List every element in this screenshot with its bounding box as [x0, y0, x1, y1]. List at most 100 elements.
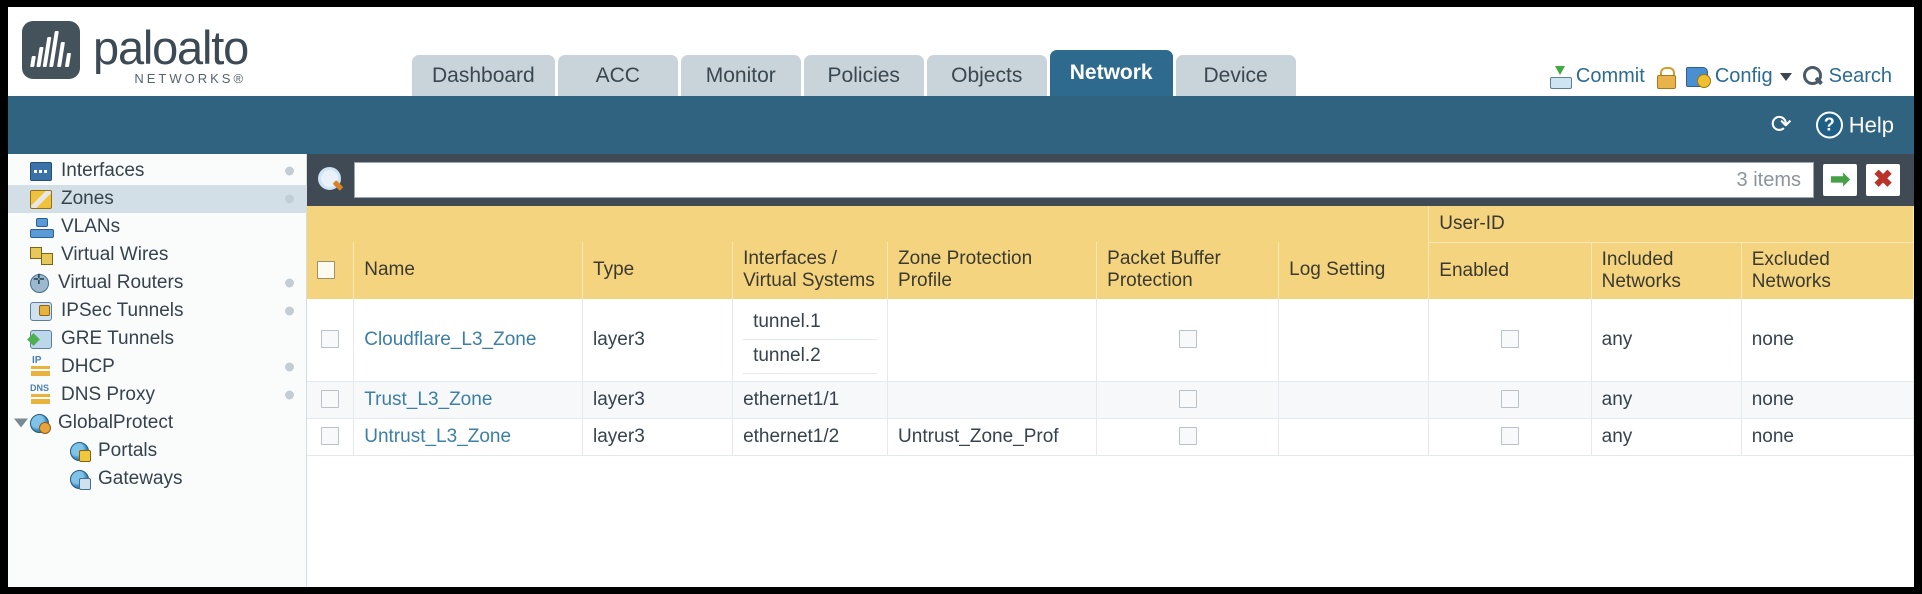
- cell-name[interactable]: Untrust_L3_Zone: [353, 418, 584, 456]
- interface-item: tunnel.2: [743, 340, 878, 374]
- sidebar-item-zones[interactable]: Zones: [8, 185, 306, 213]
- sidebar-item-label: GRE Tunnels: [61, 328, 174, 349]
- status-dot: [285, 194, 294, 204]
- packet-buffer-protection-checkbox[interactable]: [1178, 427, 1197, 446]
- cell-name[interactable]: Trust_L3_Zone: [353, 381, 584, 419]
- sidebar-item-virtual-wires[interactable]: Virtual Wires: [8, 241, 306, 269]
- config-menu[interactable]: Config: [1685, 65, 1792, 88]
- zones-icon: [30, 189, 52, 209]
- gre-tunnels-icon: [30, 329, 52, 349]
- table-bottom-fill: [307, 455, 1914, 486]
- table-row[interactable]: Trust_L3_Zone layer3 ethernet1/1: [307, 381, 1914, 419]
- lock-icon[interactable]: [1656, 66, 1676, 89]
- sidebar-item-portals[interactable]: Portals: [8, 437, 306, 465]
- column-header-interfaces[interactable]: Interfaces / Virtual Systems: [732, 242, 889, 299]
- row-checkbox[interactable]: [321, 427, 340, 446]
- sidebar-item-globalprotect[interactable]: GlobalProtect: [8, 409, 306, 437]
- cell-interfaces: ethernet1/1: [732, 381, 889, 419]
- sidebar-item-label: DHCP: [61, 356, 115, 377]
- firewall-web-interface: paloalto NETWORKS® Dashboard ACC Monitor…: [8, 7, 1914, 587]
- tab-objects[interactable]: Objects: [926, 55, 1047, 96]
- column-header-zone-protection-profile[interactable]: Zone Protection Profile: [887, 242, 1098, 299]
- clear-filter-button[interactable]: ✖: [1866, 164, 1900, 196]
- sidebar-item-virtual-routers[interactable]: Virtual Routers: [8, 269, 306, 297]
- column-header-packet-buffer-protection[interactable]: Packet Buffer Protection: [1096, 242, 1280, 299]
- config-icon: [1685, 66, 1711, 88]
- band-actions: ⟳ ? Help: [1770, 110, 1894, 139]
- row-select-cell[interactable]: [307, 418, 355, 456]
- refresh-icon[interactable]: ⟳: [1770, 110, 1792, 139]
- globalprotect-icon: [30, 413, 51, 434]
- commit-label: Commit: [1575, 65, 1645, 87]
- sidebar-item-gateways[interactable]: Gateways: [8, 465, 306, 493]
- sidebar-item-interfaces[interactable]: Interfaces: [8, 157, 306, 185]
- tab-acc[interactable]: ACC: [557, 55, 678, 96]
- sidebar-item-ipsec-tunnels[interactable]: IPSec Tunnels: [8, 297, 306, 325]
- cell-log-setting: [1278, 418, 1430, 456]
- zone-link[interactable]: Untrust_L3_Zone: [364, 425, 512, 447]
- userid-enabled-checkbox[interactable]: [1500, 427, 1519, 446]
- cell-packet-buffer-protection[interactable]: [1096, 298, 1280, 382]
- zone-link[interactable]: Trust_L3_Zone: [364, 388, 493, 410]
- column-header-excluded-networks[interactable]: Excluded Networks: [1741, 242, 1914, 299]
- gateways-icon: [70, 469, 91, 490]
- commit-button[interactable]: Commit: [1549, 65, 1645, 89]
- cell-included-networks: any: [1591, 418, 1742, 456]
- packet-buffer-protection-checkbox[interactable]: [1178, 390, 1197, 409]
- row-select-cell[interactable]: [307, 298, 355, 382]
- ipsec-tunnels-icon: [30, 301, 52, 321]
- tab-device[interactable]: Device: [1175, 55, 1296, 96]
- interfaces-icon: [30, 161, 52, 181]
- userid-enabled-checkbox[interactable]: [1500, 390, 1519, 409]
- help-button[interactable]: ? Help: [1815, 111, 1894, 139]
- sidebar-item-gre-tunnels[interactable]: GRE Tunnels: [8, 325, 306, 353]
- tab-dashboard[interactable]: Dashboard: [412, 55, 555, 96]
- sidebar-item-label: DNS Proxy: [61, 384, 155, 405]
- userid-enabled-checkbox[interactable]: [1500, 330, 1519, 349]
- select-all-checkbox[interactable]: [317, 261, 335, 280]
- search-button[interactable]: Search: [1802, 65, 1892, 88]
- virtual-wires-icon: [30, 246, 53, 265]
- search-input[interactable]: [367, 163, 1737, 197]
- portals-icon: [70, 441, 91, 462]
- brand-logo: paloalto NETWORKS®: [22, 21, 249, 86]
- cell-packet-buffer-protection[interactable]: [1096, 418, 1280, 456]
- cell-userid-enabled[interactable]: [1428, 381, 1592, 419]
- search-field-wrapper[interactable]: 3 items: [354, 162, 1814, 198]
- column-header-log-setting[interactable]: Log Setting: [1278, 242, 1430, 299]
- cell-included-networks: any: [1591, 298, 1742, 382]
- table-row[interactable]: Untrust_L3_Zone layer3 ethernet1/2 Untru…: [307, 418, 1914, 456]
- table-toolbar: 3 items ➡ ✖: [307, 154, 1914, 206]
- column-header-name[interactable]: Name: [353, 242, 584, 299]
- cell-packet-buffer-protection[interactable]: [1096, 381, 1280, 419]
- tab-monitor[interactable]: Monitor: [680, 55, 801, 96]
- tab-network[interactable]: Network: [1049, 50, 1173, 96]
- status-dot: [285, 306, 294, 316]
- search-icon[interactable]: [317, 166, 345, 194]
- sidebar-item-dhcp[interactable]: DHCP: [8, 353, 306, 381]
- row-select-cell[interactable]: [307, 381, 355, 419]
- table-row[interactable]: Cloudflare_L3_Zone layer3 tunnel.1 tunne…: [307, 298, 1914, 382]
- cell-userid-enabled[interactable]: [1428, 418, 1592, 456]
- zone-link[interactable]: Cloudflare_L3_Zone: [364, 328, 537, 350]
- column-header-enabled[interactable]: Enabled: [1428, 242, 1592, 299]
- column-header-type[interactable]: Type: [582, 242, 734, 299]
- sidebar-item-vlans[interactable]: VLANs: [8, 213, 306, 241]
- apply-filter-button[interactable]: ➡: [1823, 164, 1857, 196]
- column-header-included-networks[interactable]: Included Networks: [1591, 242, 1742, 299]
- cell-userid-enabled[interactable]: [1428, 298, 1592, 382]
- status-dot: [285, 278, 294, 288]
- main-nav-tabs: Dashboard ACC Monitor Policies Objects N…: [412, 50, 1296, 96]
- row-checkbox[interactable]: [321, 390, 340, 409]
- header-actions: Commit Config Search: [1549, 65, 1892, 89]
- cell-interfaces: ethernet1/2: [732, 418, 889, 456]
- sidebar-item-dns-proxy[interactable]: DNS Proxy: [8, 381, 306, 409]
- chevron-down-icon[interactable]: [14, 418, 28, 428]
- packet-buffer-protection-checkbox[interactable]: [1178, 330, 1197, 349]
- tab-policies[interactable]: Policies: [803, 55, 924, 96]
- cell-name[interactable]: Cloudflare_L3_Zone: [353, 298, 584, 382]
- dhcp-icon: [30, 355, 52, 377]
- row-checkbox[interactable]: [321, 330, 340, 349]
- cell-type: layer3: [582, 418, 734, 456]
- select-all-header[interactable]: [307, 242, 355, 299]
